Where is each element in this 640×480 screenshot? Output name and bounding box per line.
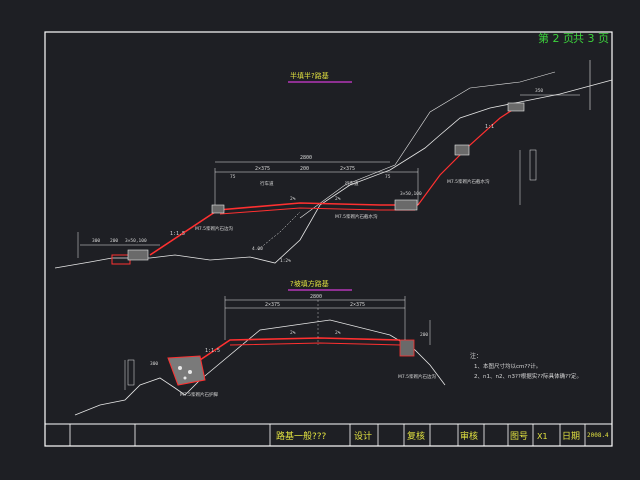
top-dim-b: 200: [110, 238, 118, 244]
bottom-drain-note: M7.5浆砌片石边沟: [398, 373, 437, 380]
notes-line-2: 2、n1、n2、n3??根据实??际具体确??定。: [474, 372, 582, 380]
title-block-design: 设计: [354, 430, 372, 442]
top-section-title: 半填半?路基: [290, 71, 329, 80]
bottom-road-surface: [199, 337, 401, 361]
bottom-section-title: ?坡填方路基: [290, 279, 329, 288]
top-upper-ditch: [507, 102, 525, 112]
bottom-dim-a: 300: [150, 361, 158, 367]
top-road-surface: [149, 202, 418, 256]
bottom-dim-b: 200: [420, 332, 428, 338]
top-dim-a: 300: [92, 238, 100, 244]
title-block-review: 复核: [407, 430, 425, 442]
top-slope-cut: 1:1: [485, 124, 494, 130]
title-block-audit: 审核: [460, 430, 478, 442]
top-left-ditch: [111, 254, 131, 265]
top-ditch-note: M7.5浆砌片石截水沟: [335, 213, 378, 220]
top-right-ditch: [394, 199, 418, 211]
top-road-base: [219, 207, 415, 215]
title-block: 路基一般??? 设计 复核 审核 图号 X1 日期 2008.4: [44, 423, 613, 447]
top-shoulder-left: 75: [230, 174, 236, 180]
top-median: 200: [300, 166, 309, 172]
bottom-right-drain: [399, 339, 415, 357]
bottom-slope-pct-right: 2%: [335, 330, 341, 336]
bottom-wall-note: M7.5浆砌片石护脚: [180, 391, 219, 398]
bottom-retaining-wall: [167, 355, 206, 386]
top-lanes-right: 2×375: [340, 166, 355, 172]
bottom-slope: 1:1.5: [205, 348, 220, 354]
top-vert: 1:2%: [280, 258, 291, 264]
top-left-protect: [127, 249, 149, 261]
bottom-road-base: [229, 342, 401, 346]
top-mid-ditch: [454, 144, 470, 156]
top-section: 半填半?路基 2800 2×375 2×375 200 行车道 行车道 75 7: [54, 60, 613, 269]
top-dim-right: 3×50,100: [400, 191, 422, 197]
bottom-ground-line: [74, 319, 446, 416]
title-block-date-val: 2008.4: [587, 432, 609, 439]
top-ground-line: [54, 79, 613, 269]
sheet-number: 第 2 页: [538, 31, 574, 45]
bottom-slope-pct-left: 2%: [290, 330, 296, 336]
notes-line-1: 1、本图尺寸均以cm??计。: [474, 362, 541, 370]
top-slope-pct-right: 2%: [335, 196, 341, 202]
bottom-lanes-right: 2×375: [350, 302, 365, 308]
top-elev: 4.00: [252, 246, 263, 252]
top-slope-fill: 1:1.5: [170, 231, 185, 237]
top-lanes-left: 2×375: [255, 166, 270, 172]
top-lane-label-left: 行车道: [260, 180, 274, 187]
title-block-name: 路基一般???: [276, 430, 327, 442]
title-block-drawing-val: X1: [537, 432, 548, 441]
notes-heading: 注：: [470, 352, 482, 360]
bottom-section: ?坡填方路基 2800 2×375 2×375 2% 2% 1:1.5 M7.5…: [74, 279, 446, 416]
sheet-total: 共 3 页: [573, 32, 609, 45]
bottom-width-total: 2800: [310, 294, 322, 300]
top-lane-label-right: 行车道: [345, 180, 359, 187]
bottom-lanes-left: 2×375: [265, 302, 280, 308]
top-terrain-line: [299, 71, 556, 219]
title-block-drawing-no: 图号: [510, 431, 528, 442]
top-dim-upper: 350: [535, 88, 543, 94]
notes-block: 注： 1、本图尺寸均以cm??计。 2、n1、n2、n3??根据实??际具体确?…: [470, 352, 582, 380]
title-block-date: 日期: [562, 431, 580, 442]
top-dim-d: 3×50,100: [125, 238, 147, 244]
top-left-marker: [211, 204, 225, 214]
top-drain-note: M7.5浆砌片石边沟: [195, 225, 234, 232]
top-slope-pct-left: 2%: [290, 196, 296, 202]
top-shoulder-right: 75: [385, 174, 391, 180]
top-width-total: 2800: [300, 155, 312, 161]
top-ditch-note-2: M7.5浆砌片石截水沟: [447, 178, 490, 185]
top-cut-slope: [417, 104, 521, 206]
